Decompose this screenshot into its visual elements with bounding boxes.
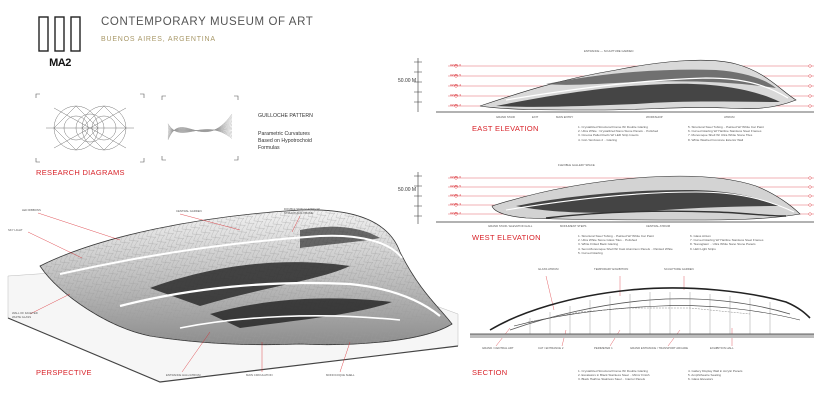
callout-central-garden: CENTRAL GARDEN: [176, 209, 202, 213]
section-notes-left: 1. Crystallized Structural Frame W/ Doub…: [578, 369, 650, 382]
svg-text:MA2: MA2: [49, 57, 71, 69]
east-callout-atrium: ATRIUM: [724, 115, 735, 119]
west-note-1: 1. Structural Steel Tubing .. Painted W/…: [578, 234, 654, 238]
section-notes-right: 4. Gallery Display Wall in Acrylic Panel…: [688, 369, 742, 382]
west-level-6: LEVEL 6: [450, 175, 461, 179]
west-note-4: 4. Semi-Monocoque Shell W/ Cast Aluminum…: [578, 246, 673, 251]
west-note-9: 9. LED Light Strips: [690, 246, 716, 251]
curvature-note-1: Parametric Curvatures: [258, 131, 310, 137]
hypotrochoid-diagram: [35, 93, 145, 163]
east-note-3: 3. Cinema Pallet Roofs W/ LED Strip Inse…: [578, 133, 639, 138]
west-notes-left: 1. Structural Steel Tubing .. Painted W/…: [578, 234, 673, 255]
west-note-5: 5. Curved Glazing: [578, 250, 603, 255]
guilloche-curve: [167, 123, 233, 139]
callout-monocoque-shell: MONOCOQUE SHELL: [326, 373, 355, 377]
ma2-logo: MA2: [38, 16, 81, 69]
west-level-3: LEVEL 3: [450, 202, 461, 206]
guilloche-label: GUILLOCHE PATTERN: [258, 113, 313, 119]
west-top-callout: FLEXIBLE GALLERY SPACE: [558, 163, 595, 167]
section-heading: SECTION: [472, 368, 508, 377]
east-top-callout: ENTRANCE — SCULPTURE GARDEN: [584, 49, 634, 53]
section-note-6: 6. Glass Elevators: [688, 377, 714, 382]
callout-faceted-glass: WALL OF FACETED WHITE GLASS: [12, 311, 38, 319]
west-scale-label: 50.00 M: [398, 187, 417, 193]
east-note-8: 8. White Washed Concrete Exterior Wall: [688, 137, 744, 142]
east-scale-label: 50.00 M: [398, 78, 417, 84]
west-note-8: 8. 'Nanoglass' .. Ultra White Nano Stone…: [690, 242, 756, 247]
guilloche-pattern-image: [161, 95, 239, 161]
east-level-3: LEVEL 3: [450, 93, 461, 97]
callout-double-skin: DOUBLE SKIN GLAZING W/ STRUCTURAL FRAME: [284, 207, 321, 215]
west-elevation-drawing: [414, 172, 814, 224]
west-note-6: 6. Glass Atrium: [690, 234, 711, 238]
east-callout-grand-stair: GRAND STAIR: [496, 115, 515, 119]
perspective-rendering: [7, 209, 459, 383]
west-elevation-heading: WEST ELEVATION: [472, 233, 541, 242]
east-level-5: LEVEL 5: [450, 73, 461, 77]
east-note-6: 6. Curved Glazing W/ Hairline Stainless …: [688, 129, 762, 134]
callout-entrance-hall: ENTRANCE HALL/ATRIUM: [166, 373, 201, 377]
east-notes-left: 1. Crystallized Structural Frame W/ Doub…: [578, 125, 658, 142]
west-level-5: LEVEL 5: [450, 184, 461, 188]
section-callout-grand-entrance: GRAND ENTRANCE / TRANSPORT ARCADE: [630, 346, 688, 350]
west-notes-right: 6. Glass Atrium 7. Curved Glazing W/ Hai…: [690, 234, 763, 251]
west-note-3: 3. White Fritted Back Glazing: [578, 242, 619, 247]
east-elevation-drawing: [414, 58, 814, 113]
east-note-7: 7. Monocoque Shell W/ Ultra White Stone …: [688, 133, 753, 138]
section-callout-glass-atrium: GLASS ATRIUM: [538, 267, 559, 271]
west-level-4: LEVEL 4: [450, 193, 461, 197]
section-note-3: 3. Black Hairline Stainless Steel .. Int…: [578, 377, 646, 382]
east-elevation-heading: EAST ELEVATION: [472, 124, 539, 133]
east-note-5: 5. Structural Steel Tubing .. Painted W/…: [688, 125, 764, 129]
east-note-1: 1. Crystallized Structural Frame W/ Doub…: [578, 125, 648, 129]
section-note-5: 5. Amphitheatre Seating: [688, 373, 722, 378]
east-level-6: LEVEL 6: [450, 63, 461, 67]
east-callout-exit: EXIT: [532, 115, 539, 119]
curvature-note-3: Formulas: [258, 145, 280, 151]
section-note-1: 1. Crystallized Structural Frame W/ Doub…: [578, 369, 648, 373]
west-callout-central-atrium: CENTRAL ATRIUM: [646, 224, 671, 228]
page-title: CONTEMPORARY MUSEUM OF ART: [101, 16, 314, 28]
perspective-heading: PERSPECTIVE: [36, 368, 92, 377]
curvature-note-2: Based on Hypotrochoid: [258, 138, 312, 144]
section-callout-exhibition-hall: EXHIBITION HALL: [710, 346, 734, 350]
west-note-7: 7. Curved Glazing W/ Hairline Stainless …: [690, 238, 764, 243]
east-level-4: LEVEL 4: [450, 83, 461, 87]
east-callout-main-entry: MAIN ENTRY: [556, 115, 574, 119]
west-callout-monument-steps: MONUMENT STEPS: [560, 224, 587, 228]
callout-sky-light: SKY LIGHT: [8, 228, 23, 232]
east-note-2: 2. Ultra White : Crystallized Nano Stone…: [578, 129, 659, 134]
location-subtitle: BUENOS AIRES, ARGENTINA: [101, 36, 216, 43]
west-note-2: 2. Ultra White Stone Glass Tiles .. Poli…: [578, 238, 637, 243]
east-notes-right: 5. Structural Steel Tubing .. Painted W/…: [688, 125, 764, 142]
west-callout-grand-stair: GRAND STAIR / ELEVATION HALL: [488, 224, 533, 228]
east-note-4: 4. Coil / Emboss 2 .. Glazing: [578, 137, 618, 142]
callout-main-circulation: MAIN CIRCULATION: [246, 373, 273, 377]
section-callout-temp-exhibition: TEMPORARY EXHIBITION: [594, 267, 629, 271]
section-callout-cat-entrance: CAT / ENTRANCE 2: [538, 346, 564, 350]
section-callout-grand-central: GRAND / CENTRAL ART: [482, 346, 514, 350]
section-callout-perimeter: PERIMETER 1: [594, 346, 613, 350]
section-note-4: 4. Gallery Display Wall in Acrylic Panel…: [688, 369, 743, 373]
callout-led-ribbons: LED RIBBONS: [22, 208, 41, 212]
section-drawing: [470, 275, 814, 347]
section-callout-sculpture-garden: SCULPTURE GARDEN: [664, 267, 694, 271]
east-callout-workshop: WORKSHOP: [646, 115, 663, 119]
west-level-2: LEVEL 2: [450, 211, 461, 215]
research-diagrams-heading: RESEARCH DIAGRAMS: [36, 168, 125, 177]
section-note-2: 2. Escalators in Black Stainless Steel .…: [578, 373, 650, 378]
east-level-2: LEVEL 2: [450, 103, 461, 107]
